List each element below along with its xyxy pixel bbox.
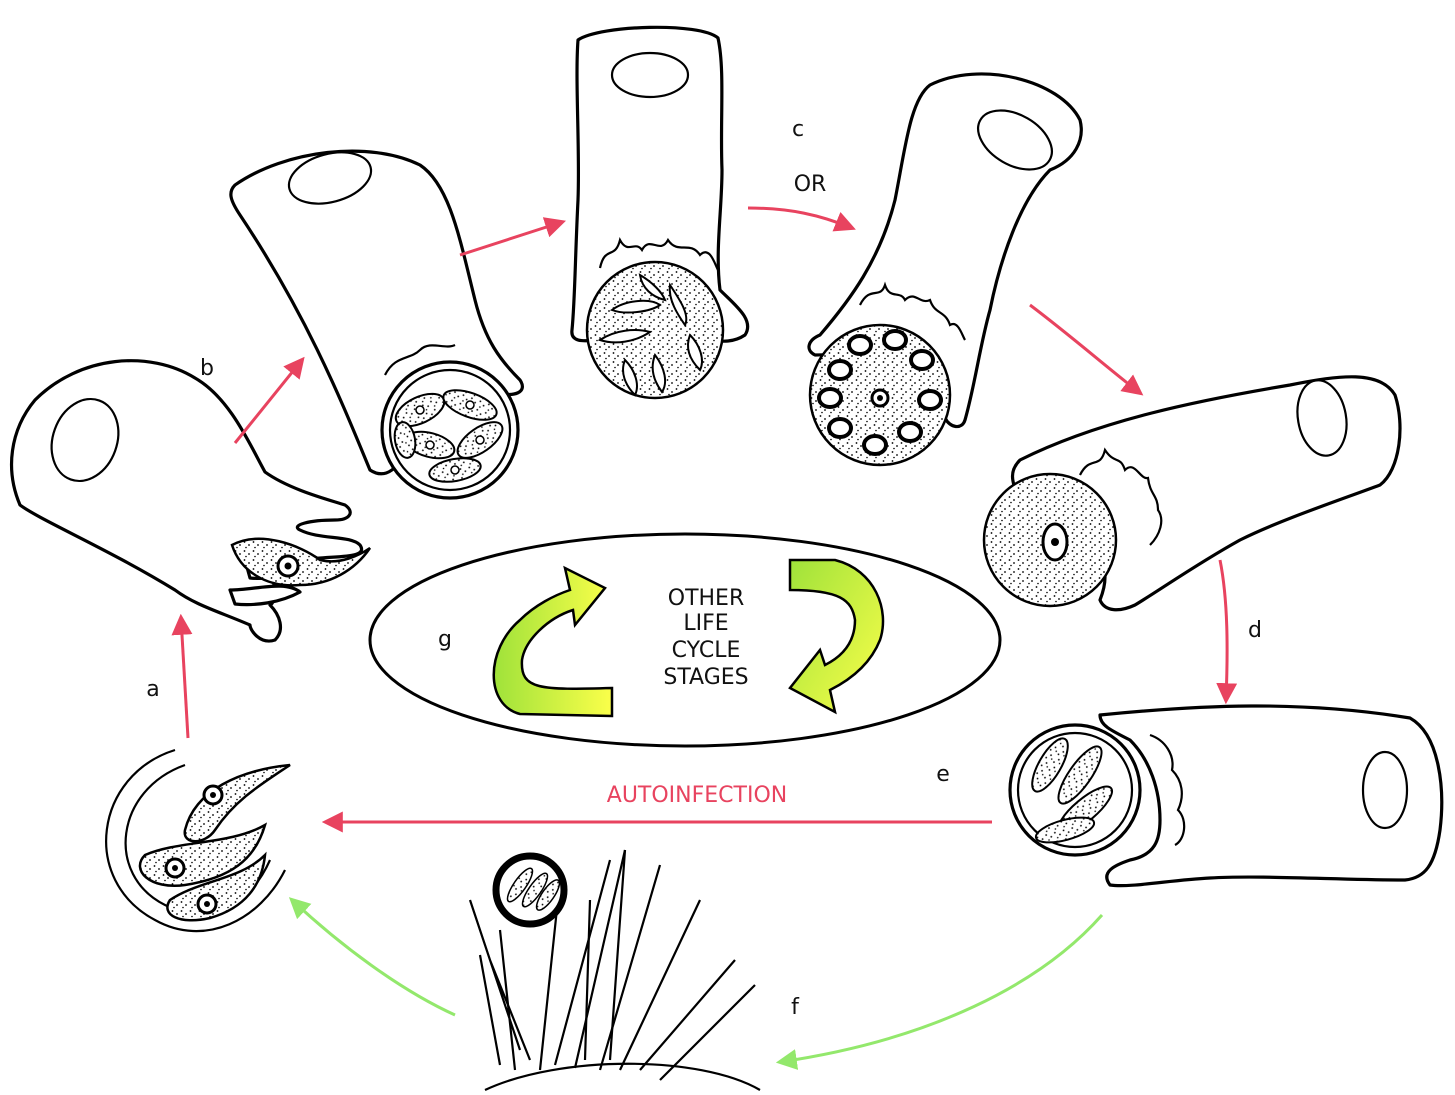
label-or: OR [794,172,827,197]
label-b: b [200,356,214,381]
cell-type1-meront [231,144,523,498]
sporozoites-release [106,750,290,931]
arrow-c [748,208,852,228]
arrow-a [181,618,188,738]
label-c: c [792,117,804,142]
cell-macrogamont [984,376,1400,609]
label-f: f [791,995,800,1020]
arrow-d [1220,560,1227,700]
label-e: e [936,762,950,787]
label-autoinfection: AUTOINFECTION [607,783,787,808]
arrow-f [780,915,1102,1062]
oocyst-on-surface [470,850,760,1090]
center-text-line4: STAGES [663,665,748,690]
center-text-line1: OTHER [668,586,744,611]
cell-type2-meront [572,27,748,398]
label-a: a [146,677,159,702]
label-d: d [1248,618,1262,643]
label-g: g [438,627,452,652]
cell-microgamont [809,74,1081,465]
center-text-line3: CYCLE [672,638,741,663]
arrow-ingestion [292,900,455,1015]
arrow-to-gamont [1030,305,1140,393]
arrow-b [235,360,302,443]
cell-sporozoite-entry [12,361,370,641]
arrow-to-type2 [460,222,562,255]
cell-oocyst [1010,706,1442,886]
other-stages-panel: OTHER LIFE CYCLE STAGES g [370,534,1000,746]
center-text-line2: LIFE [683,611,728,636]
